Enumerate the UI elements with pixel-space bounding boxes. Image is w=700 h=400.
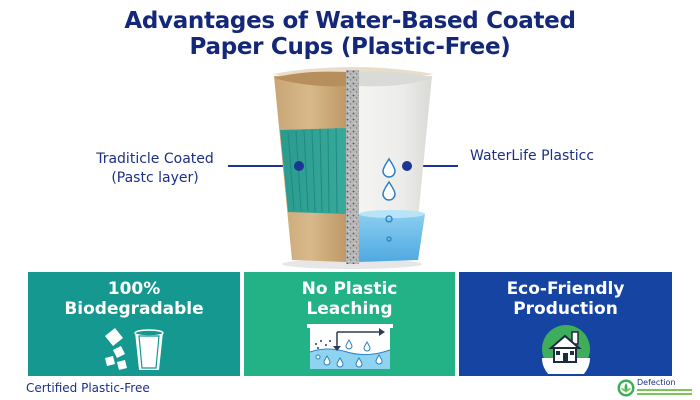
callout-right-leader [406,165,458,167]
cup-illustration [262,64,442,269]
defection-badge: Defection [617,377,697,399]
badge-line-2 [637,393,692,395]
callout-right-line1: WaterLife Plasticc [470,148,595,164]
panel-1-line1: 100% [107,279,161,299]
callout-left: Traditicle Coated (Pastc layer) [60,150,250,188]
biodegradable-cup-icon [105,328,164,370]
callout-left-line1: Traditicle Coated [96,151,214,167]
certified-plastic-free-label: Certified Plastic-Free [26,381,150,395]
callout-left-line2: (Pastc layer) [111,170,199,186]
panel-eco-friendly-production: Eco-Friendly Production [459,272,672,376]
panel-3-line1: Eco-Friendly [506,279,625,299]
title-line-1: Advantages of Water-Based Coated [124,8,576,34]
eco-factory-house-icon [541,325,590,374]
panel-2-line1: No Plastic [301,279,398,299]
badge-line-1 [637,389,692,391]
badge-label: Defection [637,378,676,387]
panel-1-line2: Biodegradable [64,299,204,319]
paper-cup-cross-section-icon [272,67,434,269]
panel-2-line2: Leaching [306,299,393,319]
callout-left-leader [228,165,290,167]
panel-3-line2: Production [513,299,618,319]
water-leaching-icon [306,324,393,369]
leaf-logo-icon [617,379,635,397]
title-line-2: Paper Cups (Plastic-Free) [189,34,511,60]
panel-no-plastic-leaching: No Plastic Leaching [244,272,455,376]
callout-right: WaterLife Plasticc [470,147,594,166]
panel-biodegradable: 100% Biodegradable [28,272,240,376]
page-title: Advantages of Water-Based Coated Paper C… [0,8,700,60]
